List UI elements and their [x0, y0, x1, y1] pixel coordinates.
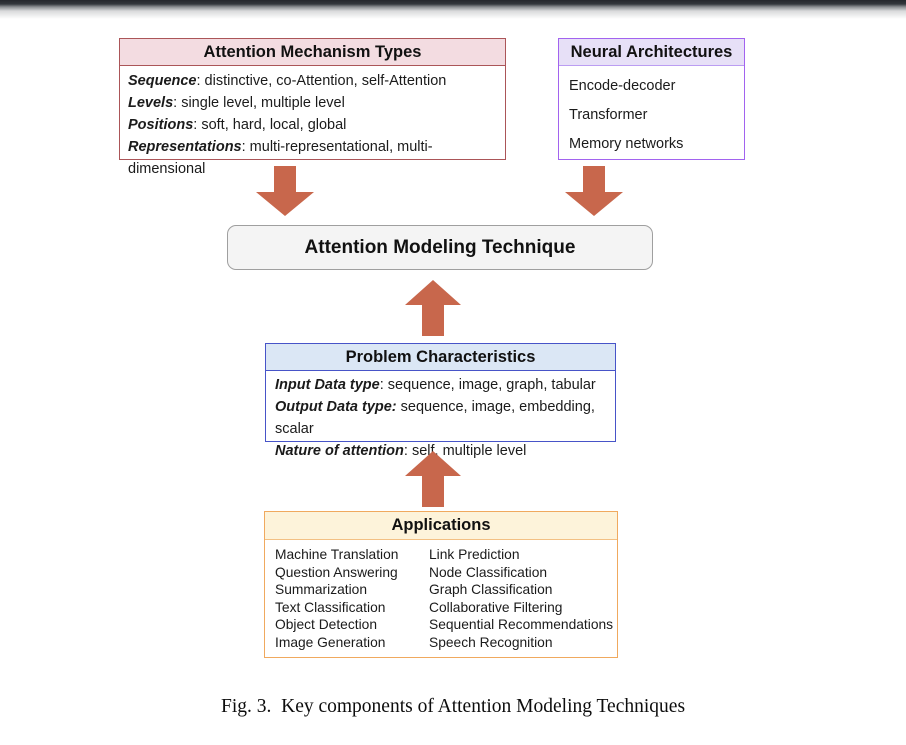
- list-item: Graph Classification: [429, 582, 553, 597]
- item-label: Input Data type: [275, 377, 380, 393]
- arrow-down-icon: [565, 166, 623, 216]
- arrow-up-icon: [405, 451, 461, 507]
- box-attention-mechanism-types: Attention Mechanism Types Sequence: dist…: [119, 38, 506, 177]
- list-item: Text Classification: [275, 599, 386, 615]
- box-problem-characteristics: Problem Characteristics Input Data type:…: [265, 343, 616, 459]
- item-label: Representations: [128, 139, 242, 155]
- box-body: Encode-decoder Transformer Memory networ…: [559, 66, 744, 165]
- item-label: Output Data type:: [275, 399, 397, 415]
- list-item: Question Answering: [275, 564, 398, 580]
- item-text: : single level, multiple level: [173, 95, 345, 111]
- box-applications: Applications Machine Translation Questio…: [264, 511, 618, 658]
- list-item: Input Data type: sequence, image, graph,…: [275, 374, 606, 396]
- list-item: Positions: soft, hard, local, global: [128, 114, 497, 136]
- list-item: Transformer: [569, 107, 648, 123]
- figure-caption: Fig. 3. Key components of Attention Mode…: [220, 696, 686, 717]
- applications-left-column: Machine Translation Question Answering S…: [275, 546, 421, 651]
- arrow-shape: [256, 166, 314, 216]
- item-label: Nature of attention: [275, 443, 404, 459]
- box-title: Neural Architectures: [559, 39, 744, 66]
- item-text: : multi-representational, multi-dimensio…: [128, 139, 433, 177]
- list-item: Memory networks: [569, 136, 684, 152]
- list-item: Levels: single level, multiple level: [128, 92, 497, 114]
- arrow-up-icon: [405, 280, 461, 336]
- box-title: Applications: [265, 512, 617, 540]
- list-item: Speech Recognition: [429, 634, 553, 650]
- box-title: Problem Characteristics: [266, 344, 615, 371]
- list-item: Collaborative Filtering: [429, 599, 563, 615]
- list-item: Machine Translation: [275, 547, 399, 562]
- list-item: Node Classification: [429, 564, 548, 580]
- viewer-top-shadow: [0, 0, 906, 20]
- arrow-shape: [405, 280, 461, 336]
- arrow-shape: [565, 166, 623, 216]
- item-text: : soft, hard, local, global: [193, 117, 347, 133]
- item-text: sequence, image, embedding, scalar: [275, 399, 595, 437]
- list-item: Output Data type: sequence, image, embed…: [275, 396, 606, 440]
- list-item: Sequence: distinctive, co-Attention, sel…: [128, 70, 497, 92]
- item-text: : distinctive, co-Attention, self-Attent…: [196, 73, 447, 89]
- box-neural-architectures: Neural Architectures Encode-decoder Tran…: [558, 38, 745, 160]
- list-item: Sequential Recommendations: [429, 617, 614, 632]
- item-label: Positions: [128, 117, 194, 133]
- list-item: Summarization: [275, 582, 368, 597]
- list-item: Encode-decoder: [569, 78, 676, 94]
- applications-right-column: Link Prediction Node Classification Grap…: [429, 546, 613, 651]
- box-body: Sequence: distinctive, co-Attention, sel…: [120, 66, 505, 184]
- box-body: Machine Translation Question Answering S…: [265, 540, 617, 651]
- list-item: Representations: multi-representational,…: [128, 136, 497, 180]
- box-title: Attention Modeling Technique: [304, 236, 576, 258]
- list-item: Link Prediction: [429, 547, 520, 562]
- box-attention-modeling-technique: Attention Modeling Technique: [227, 225, 653, 270]
- item-label: Levels: [128, 95, 174, 111]
- item-label: Sequence: [128, 73, 197, 89]
- arrow-shape: [405, 451, 461, 507]
- box-title: Attention Mechanism Types: [120, 39, 505, 66]
- arrow-down-icon: [256, 166, 314, 216]
- item-text: : sequence, image, graph, tabular: [379, 377, 596, 393]
- list-item: Image Generation: [275, 634, 386, 650]
- list-item: Object Detection: [275, 617, 377, 632]
